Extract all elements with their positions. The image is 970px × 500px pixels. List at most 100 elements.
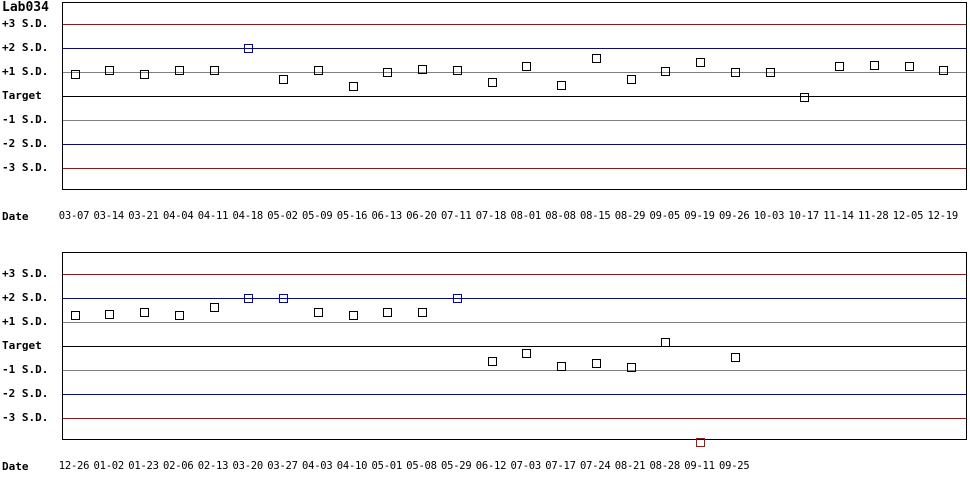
data-point-marker[interactable] (522, 62, 532, 72)
date-tick-label: 07-18 (475, 210, 507, 222)
data-point-marker[interactable] (661, 338, 671, 348)
date-tick-label: 05-08 (406, 460, 437, 472)
date-tick-label: 08-21 (614, 460, 646, 472)
date-tick-label: 03-07 (58, 210, 90, 222)
y-axis-label: +1 S.D. (2, 64, 49, 78)
date-axis-label-2: Date (2, 460, 29, 473)
data-point-marker[interactable] (105, 65, 115, 75)
data-point-marker[interactable] (313, 307, 323, 317)
date-tick-label: 07-17 (545, 460, 576, 472)
data-point-marker[interactable] (869, 60, 879, 70)
data-point-marker[interactable] (209, 303, 219, 313)
date-tick-label: 08-15 (579, 210, 611, 222)
data-point-marker[interactable] (209, 65, 219, 75)
date-tick-label: 09-05 (649, 210, 681, 222)
date-tick-label: 06-12 (475, 460, 507, 472)
date-tick-label: 08-01 (510, 210, 542, 222)
data-point-marker[interactable] (383, 68, 393, 78)
gridline--1sd (63, 120, 966, 122)
data-point-marker[interactable] (557, 80, 566, 90)
y-axis-label: -1 S.D. (2, 113, 49, 127)
date-tick-label: 05-29 (440, 460, 472, 472)
date-tick-label: 10-03 (753, 210, 785, 222)
data-point-marker[interactable] (591, 53, 601, 63)
data-point-marker[interactable] (800, 92, 810, 102)
data-point-marker[interactable] (383, 308, 393, 318)
date-tick-label: 03-21 (128, 210, 159, 222)
data-point-marker[interactable] (174, 311, 184, 321)
data-point-marker[interactable] (452, 65, 462, 75)
data-point-marker[interactable] (626, 74, 636, 84)
y-axis-label: +1 S.D. (2, 314, 49, 328)
data-point-marker[interactable] (174, 65, 184, 75)
y-axis-label: Target (2, 89, 42, 102)
data-point-marker[interactable] (140, 70, 149, 80)
date-tick-label: 04-11 (197, 210, 229, 222)
plot-area-1 (62, 2, 967, 190)
date-tick-label: 04-04 (162, 210, 194, 222)
data-point-marker[interactable] (730, 68, 740, 78)
gridline--2sd (63, 394, 966, 396)
data-point-marker[interactable] (661, 67, 671, 77)
date-tick-label: 12-26 (58, 460, 90, 472)
data-point-marker[interactable] (244, 294, 254, 304)
date-tick-label: 12-19 (927, 210, 959, 222)
data-point-marker[interactable] (244, 44, 254, 54)
y-axis-label: +2 S.D. (2, 290, 49, 304)
y-axis-label: -2 S.D. (2, 137, 49, 151)
data-point-marker[interactable] (418, 65, 427, 75)
data-point-marker[interactable] (487, 77, 497, 87)
gridline-+2sd (63, 297, 966, 299)
data-point-marker[interactable] (730, 353, 740, 363)
data-point-marker[interactable] (939, 65, 949, 75)
data-point-marker[interactable] (70, 310, 80, 320)
date-tick-label: 11-14 (823, 210, 854, 222)
date-tick-label: 12-05 (892, 210, 924, 222)
date-tick-label: 04-03 (301, 460, 333, 472)
data-point-marker[interactable] (140, 308, 149, 318)
qc-chart-panel-2: Date +3 S.D.+2 S.D.+1 S.D.Target-1 S.D.-… (0, 250, 970, 482)
date-tick-label: 11-28 (857, 210, 889, 222)
date-tick-label: 08-08 (545, 210, 576, 222)
date-tick-label: 04-18 (232, 210, 264, 222)
gridline--2sd (63, 144, 966, 146)
gridline--3sd (63, 168, 966, 170)
data-point-marker[interactable] (418, 308, 427, 318)
data-point-marker[interactable] (557, 362, 566, 372)
y-axis-label: +3 S.D. (2, 266, 49, 280)
data-point-marker[interactable] (626, 362, 636, 372)
data-point-marker[interactable] (696, 437, 705, 447)
data-point-marker[interactable] (70, 69, 80, 79)
y-axis-label: -3 S.D. (2, 161, 49, 175)
y-axis-label: -3 S.D. (2, 411, 49, 425)
data-point-marker[interactable] (904, 61, 914, 71)
data-point-marker[interactable] (279, 294, 288, 304)
data-point-marker[interactable] (313, 65, 323, 75)
date-tick-label: 08-29 (614, 210, 646, 222)
date-tick-label: 09-11 (684, 460, 715, 472)
data-point-marker[interactable] (522, 348, 532, 358)
data-point-marker[interactable] (348, 311, 358, 321)
gridline-+1sd (63, 71, 966, 73)
date-tick-label: 05-16 (336, 210, 368, 222)
data-point-marker[interactable] (696, 58, 705, 68)
qc-chart-panel-1: Lab034 Date +3 S.D.+2 S.D.+1 S.D.Target-… (0, 0, 970, 232)
gridline-target (63, 346, 966, 347)
data-point-marker[interactable] (105, 309, 115, 319)
data-point-marker[interactable] (765, 67, 775, 77)
data-point-marker[interactable] (487, 357, 497, 367)
date-tick-label: 05-09 (301, 210, 333, 222)
y-axis-label: -2 S.D. (2, 387, 49, 401)
data-point-marker[interactable] (591, 359, 601, 369)
date-tick-label: 04-10 (336, 460, 368, 472)
gridline-+3sd (63, 23, 966, 25)
data-point-marker[interactable] (452, 294, 462, 304)
date-tick-label: 09-19 (684, 210, 715, 222)
data-point-marker[interactable] (348, 81, 358, 91)
date-tick-label: 09-26 (718, 210, 750, 222)
data-point-marker[interactable] (279, 75, 288, 85)
date-tick-label: 07-11 (440, 210, 472, 222)
date-tick-label: 01-02 (93, 460, 125, 472)
data-point-marker[interactable] (835, 62, 844, 72)
date-tick-label: 09-25 (718, 460, 750, 472)
